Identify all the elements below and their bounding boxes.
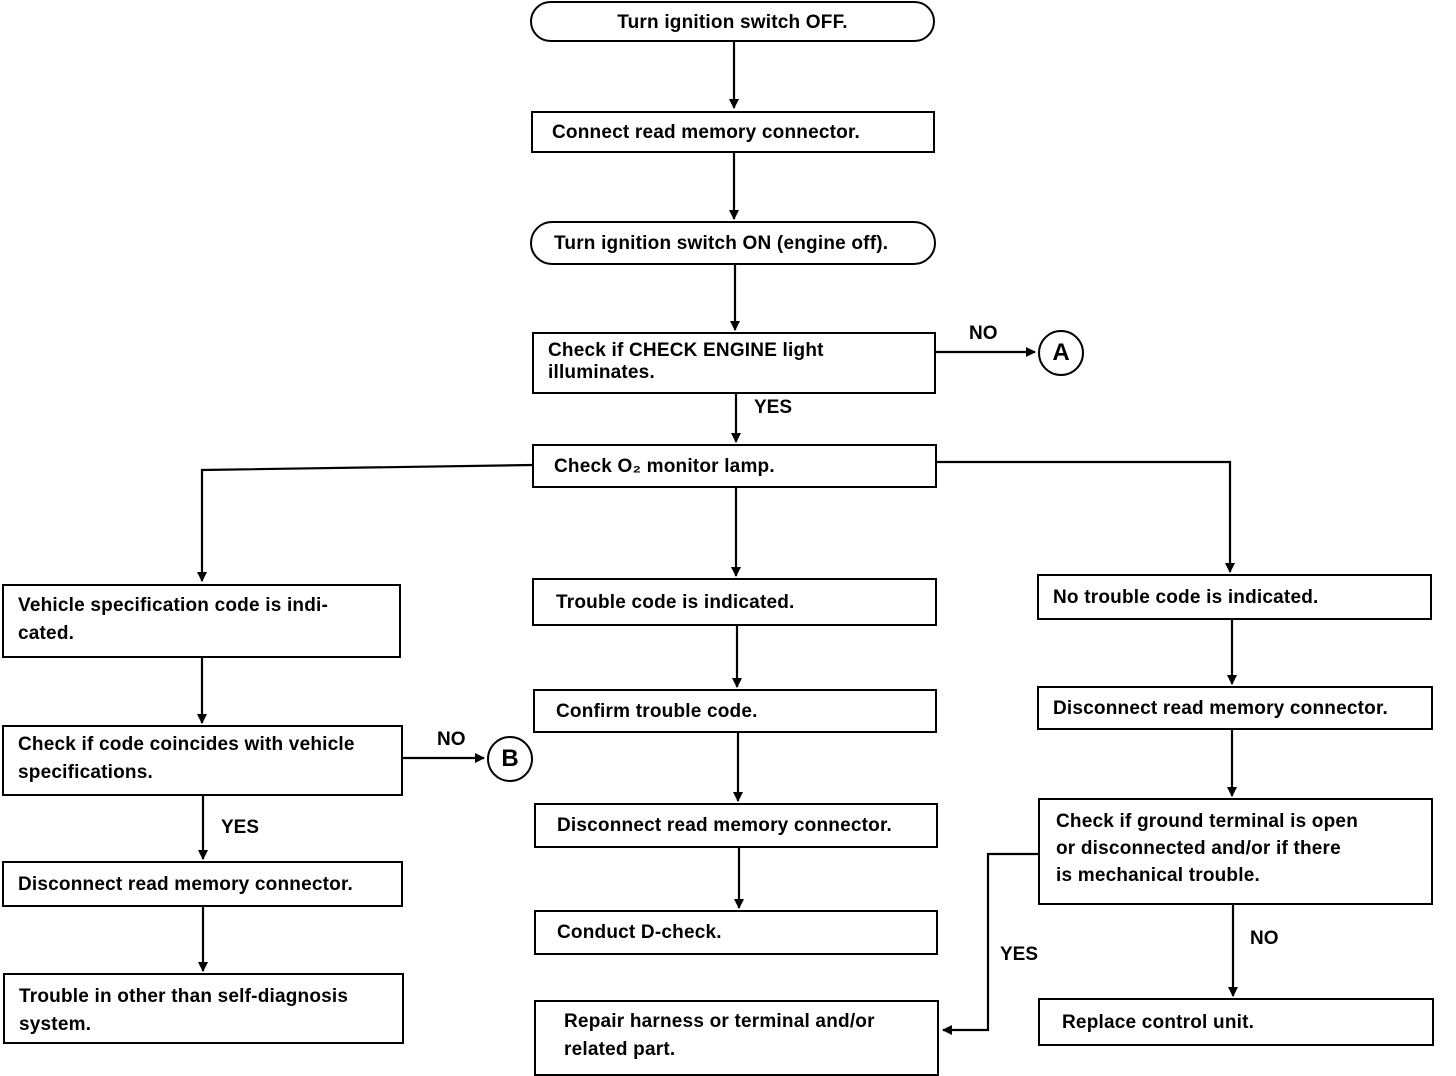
label-yes-to-disconnect: YES: [221, 817, 260, 838]
step-vehicle-spec-code: Vehicle specification code is indi-cated…: [2, 584, 401, 658]
step-trouble-code-indicated: Trouble code is indicated.: [532, 578, 937, 626]
step-check-code-coincides: Check if code coincides with vehicle spe…: [2, 725, 403, 796]
step-conduct-d-check: Conduct D-check.: [534, 910, 938, 955]
step-repair-harness: Repair harness or terminal and/or relate…: [534, 1000, 939, 1076]
label-yes-to-o2: YES: [754, 397, 793, 418]
step-left-disconnect: Disconnect read memory connector.: [2, 861, 403, 907]
step-check-o2-lamp: Check O₂ monitor lamp.: [532, 444, 937, 488]
label-no-to-b: NO: [437, 729, 466, 750]
step-ignition-off: Turn ignition switch OFF.: [530, 1, 935, 42]
step-check-engine-light: Check if CHECK ENGINE light illuminates.: [532, 332, 936, 394]
connector-b: B: [487, 736, 533, 782]
step-check-ground-terminal: Check if ground terminal is open or disc…: [1038, 798, 1433, 905]
step-trouble-other: Trouble in other than self-diagnosis sys…: [3, 973, 404, 1044]
arrow-s5-l1: [197, 463, 533, 582]
arrow-s5-r1: [936, 460, 1235, 573]
label-no-to-replace: NO: [1250, 928, 1279, 949]
label-no-to-a: NO: [969, 323, 998, 344]
arrow-r3-c5: [942, 852, 1038, 1035]
connector-a: A: [1038, 330, 1084, 376]
step-right-disconnect: Disconnect read memory connector.: [1037, 686, 1433, 730]
step-no-trouble-code: No trouble code is indicated.: [1037, 574, 1432, 620]
label-yes-to-repair: YES: [1000, 944, 1039, 965]
step-ignition-on: Turn ignition switch ON (engine off).: [530, 221, 936, 265]
step-center-disconnect: Disconnect read memory connector.: [534, 803, 938, 848]
step-connect-read-memory: Connect read memory connector.: [531, 111, 935, 153]
step-replace-control-unit: Replace control unit.: [1038, 998, 1434, 1046]
step-confirm-trouble-code: Confirm trouble code.: [533, 689, 937, 733]
